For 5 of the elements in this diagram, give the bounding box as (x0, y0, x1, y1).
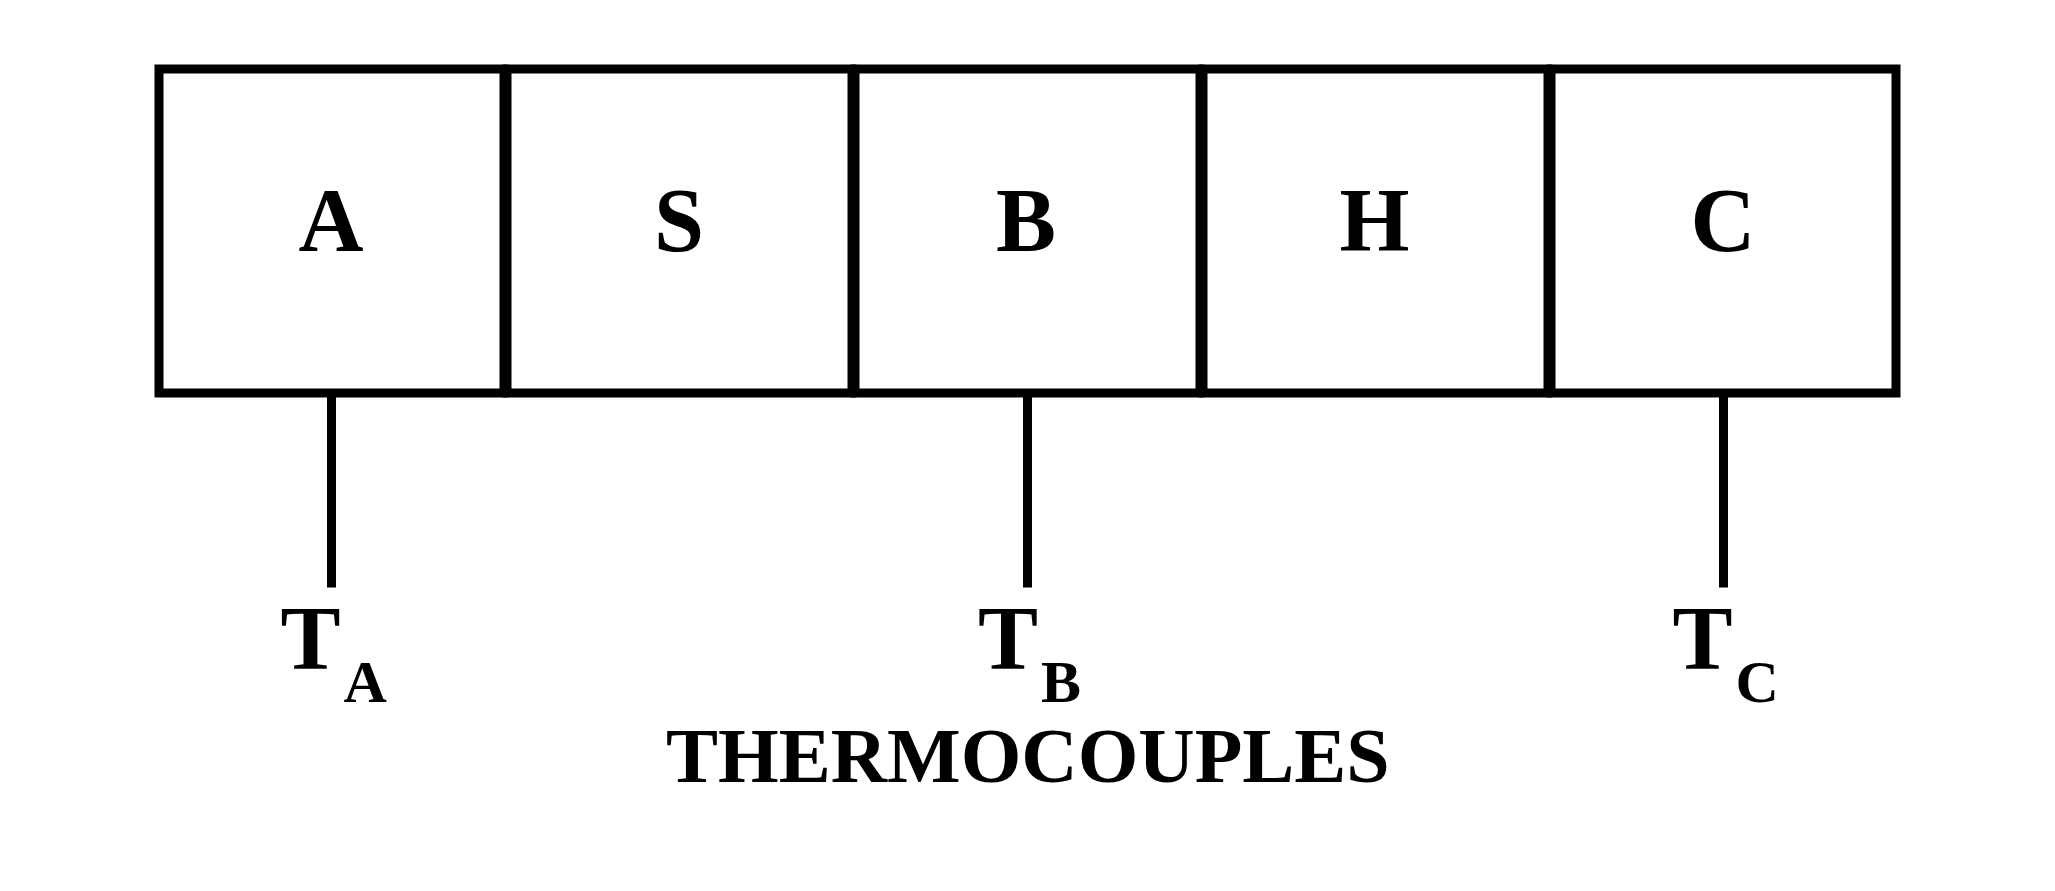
node-text: T$_{B}$ (978, 589, 1082, 715)
node-text: T$_{A}$ (280, 589, 387, 715)
caption: THERMOCOUPLES (666, 712, 1390, 800)
node-box: C (1546, 64, 1901, 398)
node-text: T$_{C}$ (1672, 589, 1779, 715)
